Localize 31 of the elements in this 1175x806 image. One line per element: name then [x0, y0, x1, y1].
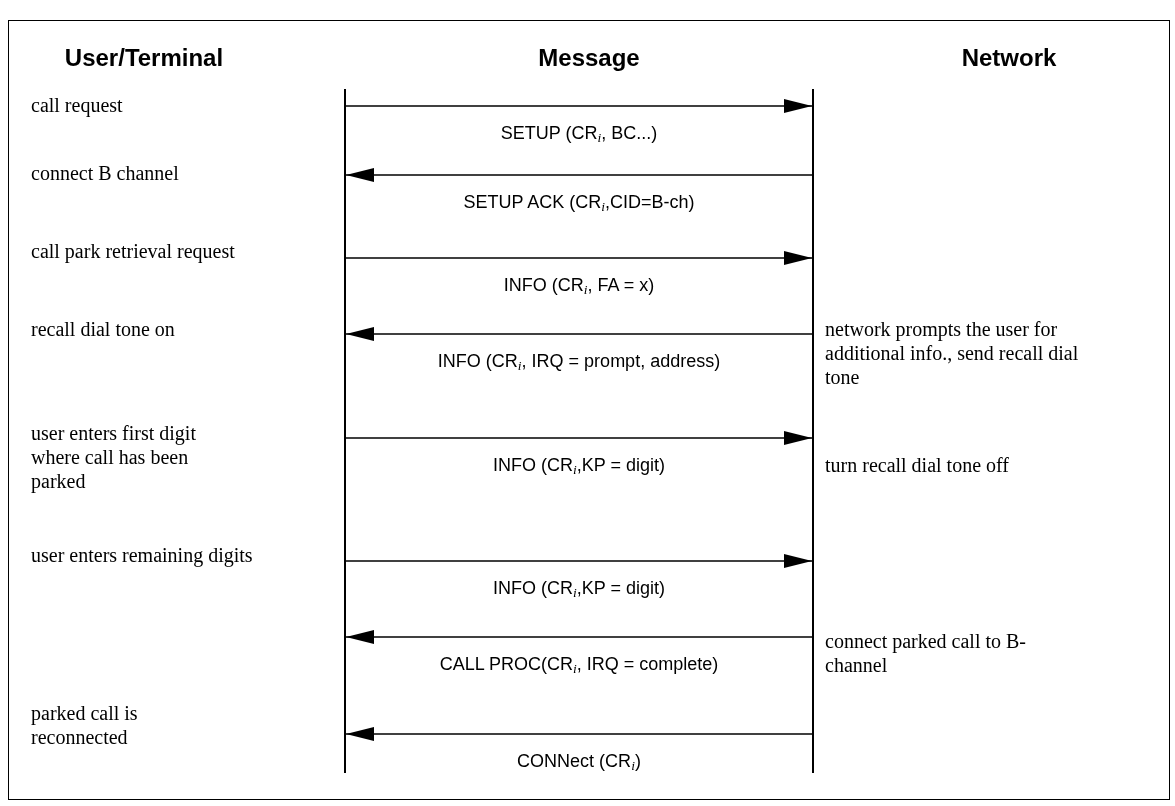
user-event-text: connect B channel: [31, 161, 180, 185]
message-arrow: [345, 630, 813, 644]
network-event-text: turn recall dial tone off: [825, 453, 1010, 477]
message-arrow: [345, 99, 813, 113]
edge-label: INFO (CR$_{i}$,KP = digit): [492, 454, 666, 476]
edge-label: CALL PROC(CR$_{i}$, IRQ = complete): [438, 653, 720, 675]
column-header: User/Terminal: [63, 43, 225, 73]
edge-label: CONNect (CR$_{i}$): [516, 750, 642, 772]
user-event-text: call park retrieval request: [31, 239, 236, 263]
column-header: Message: [537, 43, 641, 73]
edge-label: SETUP (CR$_{i}$, BC...): [499, 122, 659, 144]
message-arrow: [345, 554, 813, 568]
message-arrow: [345, 431, 813, 445]
message-arrow: [345, 727, 813, 741]
lifeline: [344, 89, 346, 773]
user-event-text: user enters remaining digits: [31, 543, 254, 567]
edge-label: SETUP ACK (CR$_{i}$,CID=B-ch): [462, 191, 696, 213]
message-arrow: [345, 168, 813, 182]
network-event-text: connect parked call to B-channel: [825, 629, 1028, 677]
message-arrow: [345, 251, 813, 265]
network-event-text: network prompts the user for additional info., send recall dial tone: [825, 317, 1080, 389]
message-arrow: [345, 327, 813, 341]
user-event-text: parked call is reconnected: [31, 701, 139, 749]
user-event-text: recall dial tone on: [31, 317, 176, 341]
edge-label: INFO (CR$_{i}$, IRQ = prompt, address): [436, 350, 722, 372]
lifeline: [812, 89, 814, 773]
edge-label: INFO (CR$_{i}$,KP = digit): [492, 577, 666, 599]
user-event-text: call request: [31, 93, 124, 117]
edge-label: INFO (CR$_{i}$, FA = x): [502, 274, 656, 296]
column-header: Network: [960, 43, 1058, 73]
user-event-text: user enters first digit where call has been parked: [31, 421, 197, 493]
